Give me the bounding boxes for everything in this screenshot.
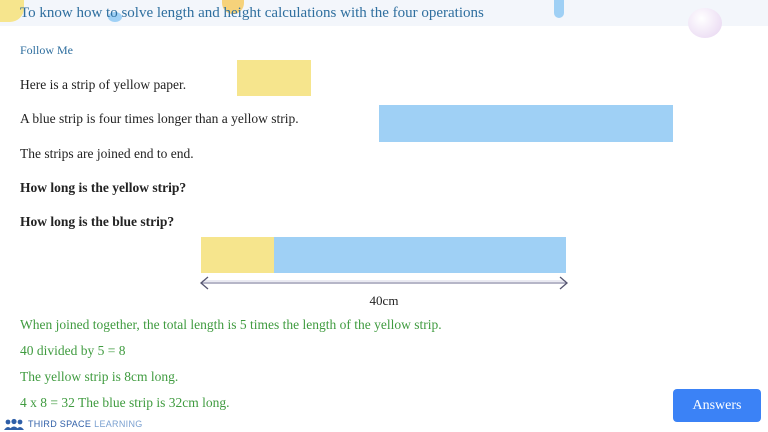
solution-step-4: 4 x 8 = 32 The blue strip is 32cm long. xyxy=(20,395,230,410)
problem-line-2: A blue strip is four times longer than a… xyxy=(20,111,299,126)
logo-sub-text: LEARNING xyxy=(94,419,143,429)
logo-main-text: THIRD SPACE xyxy=(28,419,92,429)
decorative-blob-icon xyxy=(0,0,24,22)
answers-button[interactable]: Answers xyxy=(673,389,761,422)
length-arrow-icon xyxy=(200,276,568,290)
solution-step-1: When joined together, the total length i… xyxy=(20,317,442,332)
total-length-label: 40cm xyxy=(369,293,399,308)
decorative-blob-icon xyxy=(222,0,244,14)
blue-strip xyxy=(379,105,673,142)
yellow-strip xyxy=(237,60,311,96)
decorative-blob-icon xyxy=(554,0,564,18)
header-bar xyxy=(0,0,768,38)
problem-line-3: The strips are joined end to end. xyxy=(20,146,194,161)
question-blue-length: How long is the blue strip? xyxy=(20,214,175,229)
decorative-bubble-icon xyxy=(688,8,722,38)
solution-step-3: The yellow strip is 8cm long. xyxy=(20,369,179,384)
section-label: Follow Me xyxy=(20,43,74,57)
joined-yellow-strip xyxy=(201,237,274,273)
users-icon xyxy=(4,418,24,430)
third-space-learning-logo: THIRD SPACE LEARNING xyxy=(4,417,143,431)
solution-step-2: 40 divided by 5 = 8 xyxy=(20,343,126,358)
page-title: To know how to solve length and height c… xyxy=(20,5,484,21)
problem-line-1: Here is a strip of yellow paper. xyxy=(20,77,187,92)
question-yellow-length: How long is the yellow strip? xyxy=(20,180,187,195)
decorative-blob-icon xyxy=(108,12,122,22)
joined-blue-strip xyxy=(274,237,566,273)
